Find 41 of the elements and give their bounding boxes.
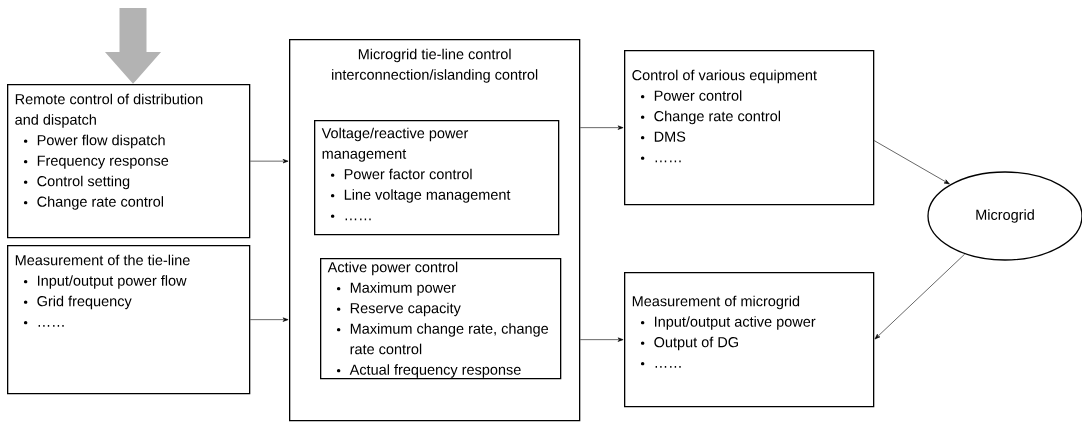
bullet-item: Maximum power xyxy=(336,282,456,296)
bullet-item: Power factor control xyxy=(330,168,472,180)
list-box xyxy=(7,245,251,395)
list-box xyxy=(624,272,875,408)
bullet-item: Change rate control xyxy=(23,196,163,210)
arrow xyxy=(580,125,624,130)
bullet-item: Grid frequency xyxy=(23,295,132,310)
arrow xyxy=(874,140,950,185)
box-heading: Microgrid tie-line control interconnection/islanding control xyxy=(332,48,538,83)
bullet-item: Power control xyxy=(640,90,742,101)
bullet-item: Power flow dispatch xyxy=(23,134,165,149)
bullet-item: Output of DG xyxy=(640,336,738,351)
box-heading: Remote control of distribution and dispatch xyxy=(15,93,203,128)
bullet-item: …… xyxy=(330,214,371,221)
arrow xyxy=(250,317,289,322)
box-heading: Measurement of the tie-line xyxy=(15,254,190,266)
box-heading: Control of various equipment xyxy=(632,69,817,84)
bullet-item: Line voltage management xyxy=(330,189,511,203)
group-box xyxy=(289,39,581,422)
bullet-item: Input/output active power xyxy=(640,316,816,330)
list-box xyxy=(7,84,251,239)
list-box xyxy=(624,50,875,206)
box-heading: Active power control xyxy=(327,261,458,276)
bullet-item: Actual frequency response xyxy=(336,364,521,378)
list-box xyxy=(320,258,562,380)
arrow xyxy=(580,337,624,342)
list-box xyxy=(314,120,560,236)
bullet-item: DMS xyxy=(640,131,686,142)
bullet-item: …… xyxy=(640,361,681,368)
bullet-item: Maximum change rate, change rate control xyxy=(336,323,549,355)
bullet-item: …… xyxy=(640,156,681,163)
box-heading: Voltage/reactive power management xyxy=(321,127,469,162)
bullet-item: Frequency response xyxy=(23,155,169,169)
bullet-item: Change rate control xyxy=(640,110,780,125)
bullet-item: …… xyxy=(23,320,64,327)
box-heading: Measurement of microgrid xyxy=(632,295,800,310)
arrow xyxy=(874,253,965,340)
bullet-item: Reserve capacity xyxy=(336,302,461,317)
arrow xyxy=(250,159,289,164)
bullet-item: Control setting xyxy=(23,175,130,190)
bullet-item: Input/output power flow xyxy=(23,275,187,289)
